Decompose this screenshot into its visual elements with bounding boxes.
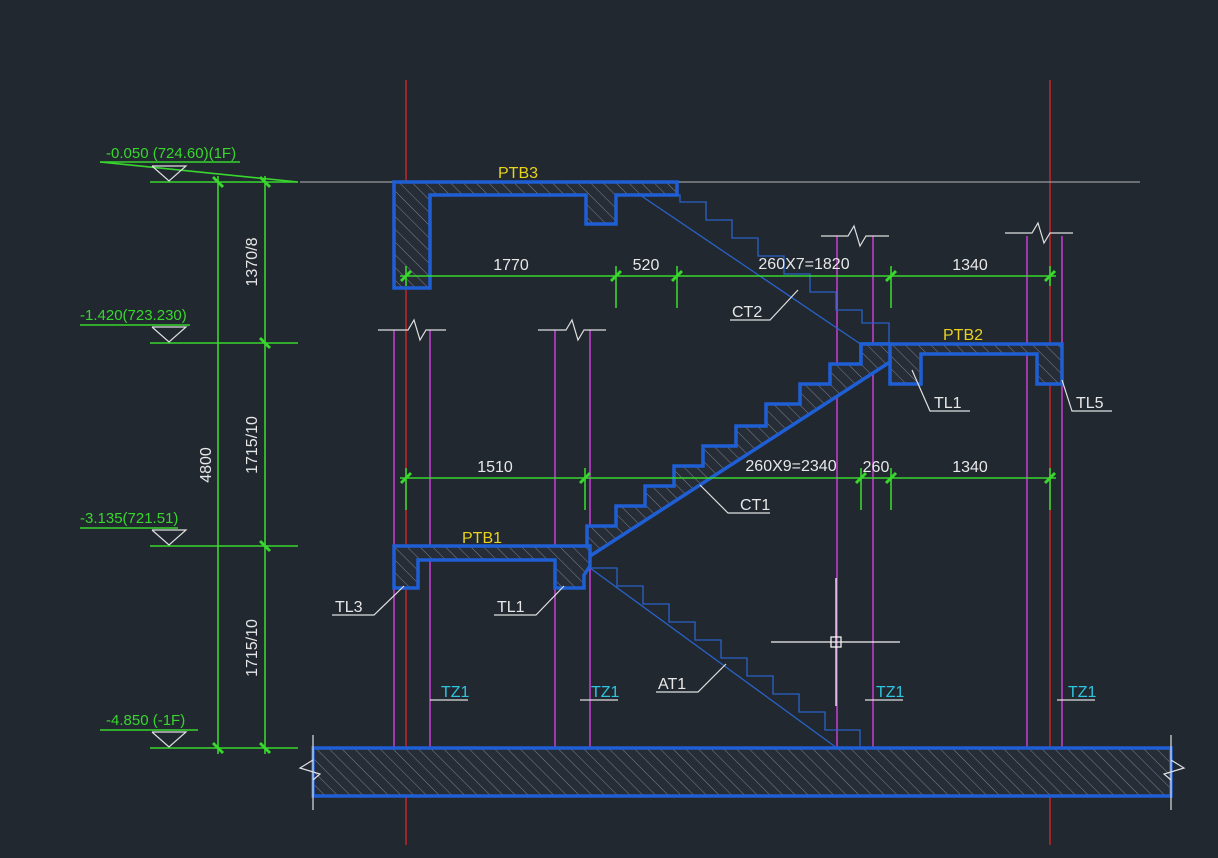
elevation-marker-3: -3.135(721.51) <box>80 510 298 547</box>
label-ptb3: PTB3 <box>498 165 538 182</box>
upper-horizontal-dimension: 1770 520 260X7=1820 1340 <box>399 256 1057 308</box>
background-stair-outlines <box>589 194 890 749</box>
dim-1510: 1510 <box>477 459 513 476</box>
elevation-label: -4.850 (-1F) <box>106 712 185 729</box>
label-tz1: TZ1 <box>591 684 620 701</box>
label-tl1-upper: TL1 <box>934 395 962 412</box>
label-ct1: CT1 <box>740 497 770 514</box>
dim-segment-1: 1370/8 <box>244 237 261 286</box>
elevation-label: -1.420(723.230) <box>80 307 187 324</box>
label-tz1: TZ1 <box>876 684 905 701</box>
slab-ptb3 <box>392 180 679 290</box>
dim-1770: 1770 <box>493 257 529 274</box>
ground-slab-break-lines <box>298 735 1186 810</box>
label-tz1: TZ1 <box>441 684 470 701</box>
elevation-marker-1: -0.050 (724.60)(1F) <box>99 145 299 183</box>
column-lines <box>393 236 1063 748</box>
label-at1: AT1 <box>658 676 686 693</box>
ground-slab <box>311 746 1173 798</box>
dim-260: 260 <box>863 459 890 476</box>
dim-total-height: 4800 <box>198 447 215 483</box>
label-ct2: CT2 <box>732 304 762 321</box>
leader-tl1-lower: TL1 <box>494 585 565 616</box>
leader-tl5: TL5 <box>1061 379 1112 412</box>
leader-ct2: CT2 <box>730 289 799 321</box>
elevation-label: -0.050 (724.60)(1F) <box>106 145 236 162</box>
elevation-marker-2: -1.420(723.230) <box>80 307 298 344</box>
elevation-marker-4: -4.850 (-1F) <box>100 712 298 749</box>
break-symbols <box>378 221 1073 342</box>
label-tz1: TZ1 <box>1068 684 1097 701</box>
cad-crosshair-cursor[interactable] <box>771 578 900 706</box>
label-ptb2: PTB2 <box>943 327 983 344</box>
column-label-2: TZ1 <box>580 684 620 701</box>
dim-segment-3: 1715/10 <box>244 619 261 677</box>
elevation-label: -3.135(721.51) <box>80 510 178 527</box>
vertical-dimensions: 4800 1370/8 1715/10 1715/10 <box>198 175 272 755</box>
column-label-4: TZ1 <box>1057 684 1097 701</box>
lower-horizontal-dimension: 1510 260X9=2340 260 1340 <box>399 458 1057 510</box>
leader-tl3: TL3 <box>332 585 405 616</box>
leader-tl1-upper: TL1 <box>911 369 970 412</box>
column-label-1: TZ1 <box>430 684 470 701</box>
label-ptb1: PTB1 <box>462 530 502 547</box>
dim-520: 520 <box>633 257 660 274</box>
dim-riser-run-upper: 260X7=1820 <box>758 256 849 273</box>
dim-riser-run-lower: 260X9=2340 <box>745 458 836 475</box>
dim-1340-lower: 1340 <box>952 459 988 476</box>
label-tl3: TL3 <box>335 599 363 616</box>
label-tl1-lower: TL1 <box>497 599 525 616</box>
slab-ptb1 <box>392 544 592 590</box>
label-tl5: TL5 <box>1076 395 1104 412</box>
column-label-3: TZ1 <box>865 684 905 701</box>
leader-at1: AT1 <box>656 663 727 693</box>
leader-ct1: CT1 <box>699 484 770 514</box>
dim-1340-upper: 1340 <box>952 257 988 274</box>
stair-flight-ct1 <box>581 342 892 564</box>
dim-segment-2: 1715/10 <box>244 416 261 474</box>
